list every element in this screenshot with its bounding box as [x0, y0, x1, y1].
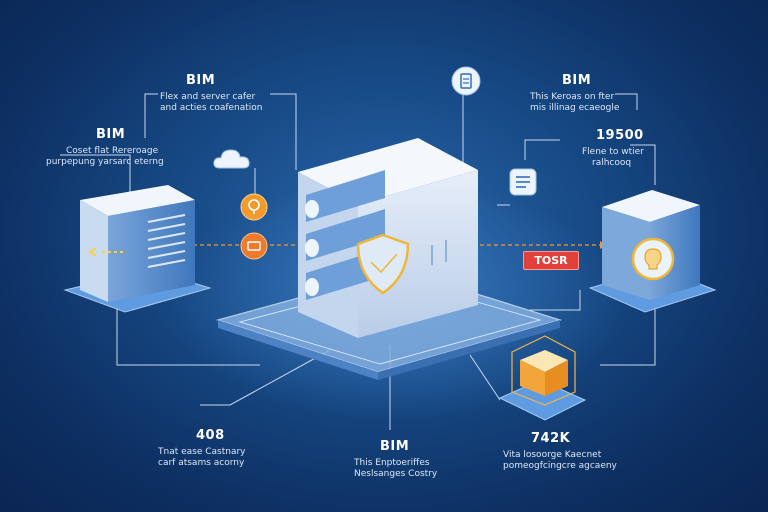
document-icon	[451, 66, 481, 96]
label-line: Vita losoorge Kaecnet	[503, 450, 602, 460]
list-document-icon	[509, 168, 537, 196]
label-heading: 742K	[531, 431, 571, 446]
label-heading: BIM	[380, 439, 410, 454]
left-server	[63, 185, 212, 313]
label-bottom-left: 408 Tnat ease Castnary carf atsams acorn…	[158, 428, 246, 469]
label-line: and acties coafenation	[160, 103, 263, 113]
label-heading: BIM	[96, 127, 126, 142]
label-left: BIM Coset flat Rereroage purpepung yarsa…	[46, 127, 164, 168]
label-heading: BIM	[186, 73, 216, 88]
label-top-left: BIM Flex and server cafer and acties coa…	[160, 73, 263, 114]
lightbulb-icon	[631, 237, 675, 281]
label-line: mis illinag ecaeogle	[530, 103, 620, 113]
lightbulb-icon	[240, 193, 268, 221]
label-line: purpepung yarsarc eterng	[46, 157, 164, 167]
label-heading: 19500	[596, 128, 644, 143]
label-line: This Keroas on fter	[530, 92, 615, 102]
label-line: Tnat ease Castnary	[158, 447, 246, 457]
label-line: Flex and server cafer	[160, 92, 256, 102]
label-line: ralhcooq	[592, 158, 632, 168]
cloud-icon	[212, 146, 254, 170]
label-line: Neslsanges Costry	[354, 469, 438, 479]
label-heading: 408	[196, 428, 225, 443]
label-bottom-right: 742K Vita losoorge Kaecnet pomeogfcingcr…	[503, 431, 617, 472]
label-line: Flene to wtier	[582, 147, 644, 157]
label-top-right: BIM This Keroas on fter mis illinag ecae…	[530, 73, 619, 114]
label-bottom-mid: BIM This Enptoeriffes Neslsanges Costry	[354, 439, 437, 480]
building-module	[498, 335, 587, 421]
label-line: carf atsams acorny	[158, 458, 245, 468]
shield-icon	[353, 232, 413, 296]
alert-icon	[240, 232, 268, 260]
label-line: pomeogfcingcre agcaeny	[503, 461, 617, 471]
status-badge: TOSR	[523, 251, 579, 270]
label-line: This Enptoeriffes	[354, 458, 430, 468]
label-line: Coset flat Rereroage	[66, 146, 159, 156]
label-heading: BIM	[562, 73, 592, 88]
label-right: 19500 Flene to wtier ralhcooq	[580, 128, 644, 169]
